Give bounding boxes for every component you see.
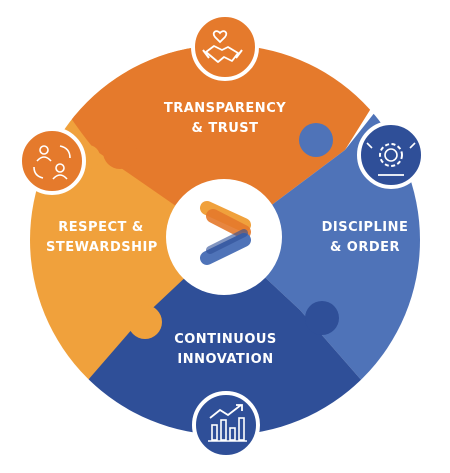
label-transparency-trust: TRANSPARENCY & TRUST [160,99,290,139]
gear-process-icon [357,121,425,189]
label-respect-stewardship-line-2: STEWARDSHIP [46,240,158,255]
label-discipline-order: DISCIPLINE & ORDER [315,218,415,258]
puzzle-knob-bottom-right [305,301,339,335]
label-discipline-order-line-2: & ORDER [329,240,401,255]
label-discipline-order-line-1: DISCIPLINE [321,220,409,235]
label-respect-stewardship-line-1: RESPECT & [58,220,144,235]
label-transparency-trust-line-1: TRANSPARENCY [163,101,287,116]
team-cycle-icon [18,127,86,195]
chevron-right-logo-icon [200,201,251,265]
puzzle-knob-top-right [299,123,333,157]
segment-transparency-trust-piece [30,45,420,240]
puzzle-knob-top-left [103,135,137,169]
puzzle-knob-bottom-left [128,305,162,339]
label-continuous-innovation-line-2: INNOVATION [177,352,274,367]
label-continuous-innovation-line-1: CONTINUOUS [174,332,277,347]
label-respect-stewardship: RESPECT & STEWARDSHIP [46,218,158,258]
handshake-heart-icon [191,13,259,81]
label-continuous-innovation: CONTINUOUS INNOVATION [168,330,283,370]
growth-chart-icon [192,391,260,459]
center-disc [166,179,282,295]
label-transparency-trust-line-2: & TRUST [191,121,259,136]
